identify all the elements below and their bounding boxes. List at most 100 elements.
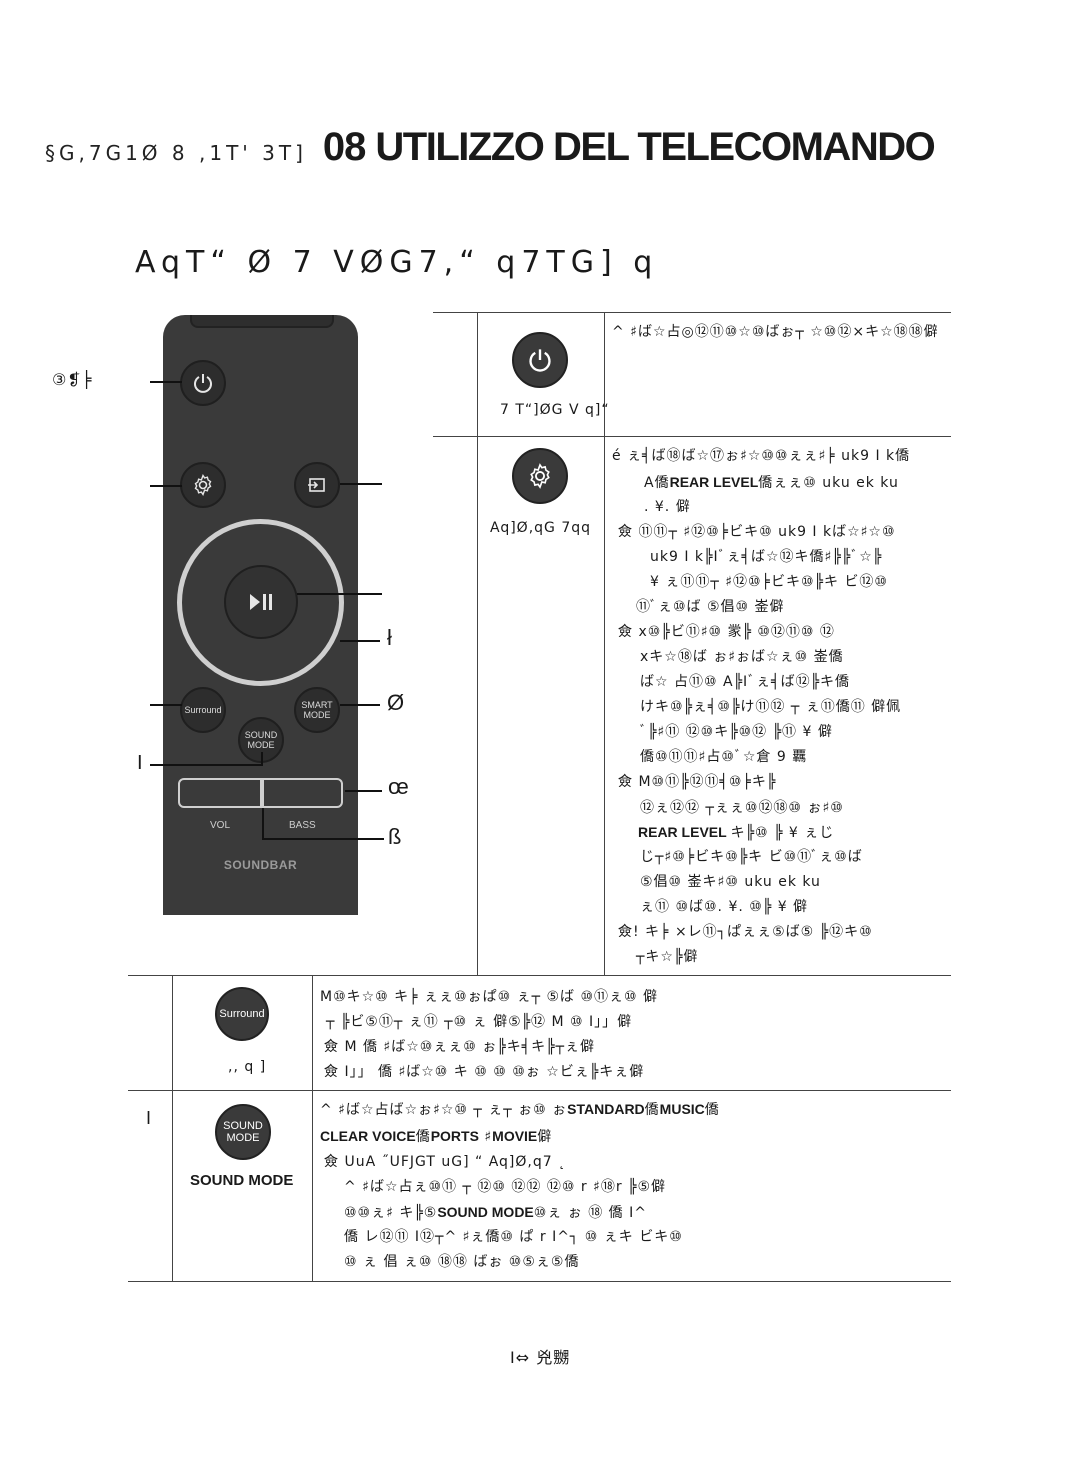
callout-line-vol [345,790,382,792]
row2-line-17: じ┬♯⑩╞ビキ⑩╠キ ビ⑩⑪ﾞぇ⑩ば [640,849,863,865]
row4-ports: PORTS [430,1128,479,1144]
callout-line-surround [150,704,182,706]
remote-top-notch [190,315,334,328]
row4-sep-5: 僻 [537,1129,553,1145]
row2-caption: Aq]Ø,qG 7qq [490,520,592,536]
row4-sound-mode-inline: SOUND MODE [437,1204,534,1220]
row2-line-16: REAR LEVEL キ╠⑩ ╠ ¥ ぇじ [638,820,834,846]
row2-line-21: ┬キ☆╠僻 [636,949,699,965]
lower-table-rule-top [128,975,951,976]
sound-mode-label: SOUND MODE [244,730,278,750]
callout-line-settings [150,485,182,487]
row4-sep-1: 僑 [644,1102,660,1118]
remote-settings-button [180,462,226,508]
row1-power-icon-circle [512,332,568,388]
remote-vol-bass-rocker [178,778,343,808]
row2-line-4: 僉 ⑪⑪┬ ♯⑫⑩╞ビキ⑩ uk9 I kば☆♯☆⑩ [618,524,896,540]
callout-line-power [150,381,182,383]
row2-rear-level-2: REAR LEVEL [638,824,727,840]
table-col-b [604,312,605,975]
row4-line-1: ^ ♯ば☆占ば☆ぉ♯☆⑩ ┬ ぇ┬ ぉ⑩ ぉSTANDARD僑MUSIC僑 [320,1097,720,1123]
row2-line-6: ¥ ぇ⑪⑪┬ ♯⑫⑩╞ビキ⑩╠キ ビ⑫⑩ [650,574,888,590]
callout-line-sound-mode-v [261,752,263,766]
row2-line-13: 僑⑩⑪⑪♯占⑩ﾞ☆倉 9 覊 [640,749,808,765]
callout-line-sound-mode [150,764,262,766]
callout-line-play [297,593,382,595]
row2-line-7: ⑪ﾞぇ⑩ば ⑤倡⑩ 崟僻 [636,599,785,615]
table-col-a [477,312,478,975]
vol-label: VOL [210,820,231,831]
remote-play-pause-button [224,565,298,639]
row4-sound-mode-icon-circle: SOUND MODE [215,1104,271,1160]
gear-icon [194,473,212,497]
bass-label: BASS [289,820,316,831]
callout-label-5: ß [388,824,402,849]
row2-line-15b: ⑫⑱⑩ ぉ♯⑩ [758,800,844,816]
row4-line-5c: ⑩ぇ ぉ ⑱ 僑 I^ [533,1205,647,1221]
row4-line-2: CLEAR VOICE僑PORTS ♯MOVIE僻 [320,1124,552,1150]
row2-line-12: ﾞ╠♯⑪ ⑫⑩キ╠⑩⑫ ╠⑪ ¥ 僻 [640,724,833,740]
callout-line-volume-ring [340,640,380,642]
row3-line-1: M⑩キ☆⑩ キ╞ ぇぇ⑩ぉぱ⑩ ぇ┬ ⑤ば ⑩⑪ぇ⑩ 僻 [320,989,659,1005]
row2-line-15: ⑫ぇ⑫⑫ ┬ぇぇ⑩⑫⑱⑩ ぉ♯⑩ [640,795,844,821]
row3-line-4: 僉 I」」 僑 ♯ば☆⑩ キ ⑩ ⑩ ⑩ぉ ☆ビぇ╠キぇ僻 [324,1064,645,1080]
row4-line-4: ^ ♯ば☆占ぇ⑩⑪ ┬ ⑫⑩ ⑫⑫ ⑫⑩ r ♯⑱r ╠⑤僻 [344,1179,667,1195]
brand-label: SOUNDBAR [223,858,298,872]
row4-caption: SOUND MODE [190,1172,294,1189]
row4-music: MUSIC [659,1101,705,1117]
rocker-divider [260,778,264,808]
row2-rear-level: REAR LEVEL [669,474,759,490]
row2-line-19: ぇ⑪ ⑩ば⑩. ¥. ⑩╠ ¥ 僻 [640,899,809,915]
remote-surround-button: Surround [180,687,226,733]
callout-label-2: Ø [387,690,405,715]
row2-line-3: . ¥. 僻 [644,499,691,515]
row3-caption: ,, q ] [228,1059,267,1075]
row2-line-2: A僑REAR LEVEL僑ぇぇ⑩ uku ek ku [644,470,899,496]
remote-smart-mode-button: SMART MODE [294,687,340,733]
row4-line-6: 僑 レ⑫⑪ I⑫┬^ ♯ぇ僑⑩ ぱ r I^┐ ⑩ ぇキ ビキ⑩ [344,1229,683,1245]
table-rule-row1 [433,436,951,437]
row2-line-9: xキ☆⑱ば ぉ♯ぉば☆ぇ⑩ 崟僑 [640,649,844,665]
chapter-number: 08 [322,125,366,169]
row3-line-2: ┬ ╠ビ⑤⑪┬ ぇ⑪ ┬⑩ ぇ 僻⑤╠⑫ M ⑩ I」」僻 [326,1014,633,1030]
lower-table-col-a [172,975,173,1281]
row2-line-16b: キ╠⑩ ╠ ¥ ぇじ [730,825,835,841]
callout-label-4: œ [388,774,409,799]
row4-sep-2: 僑 [704,1102,720,1118]
remote-control-illustration: Surround SMART MODE SOUND MODE VOL BASS … [163,315,358,915]
row4-movie: MOVIE [492,1128,538,1144]
row2-line-15a: ⑫ぇ⑫⑫ ┬ぇぇ⑩ [640,800,759,816]
row4-line-7: ⑩ ぇ 倡 ぇ⑩ ⑱⑱ ばぉ ⑩⑤ぇ⑤僑 [344,1254,580,1270]
gear-icon [530,463,550,489]
callout-label-1: ł [387,625,392,650]
callout-line-bass-v [262,808,264,840]
table-rule-top [433,312,951,313]
row1-desc: ^ ♯ば☆占◎⑫⑪⑩☆⑩ばぉ┬ ☆⑩⑫×キ☆⑱⑱僻 [612,324,939,340]
remote-source-button [294,462,340,508]
callout-line-smart [340,704,380,706]
smart-mode-label: SMART MODE [301,700,333,720]
row2-line-14: 僉 M⑩⑪╠⑫⑪╡⑩╞キ╠ [618,774,777,790]
row4-line-5: ⑩⑩ぇ♯ キ╠⑤SOUND MODE⑩ぇ ぉ ⑱ 僑 I^ [344,1200,647,1226]
row4-sep-3: 僑 [415,1129,431,1145]
chapter-title: §G,7G1Ø 8 ,1T' 3T] 08 UTILIZZO DEL TELEC… [45,125,936,170]
source-input-icon [308,478,325,492]
row4-clear-voice: CLEAR VOICE [320,1128,416,1144]
row4-line-5a: ⑩⑩ぇ♯ キ╠⑤ [344,1205,438,1221]
row3-surround-icon-circle: Surround [215,987,269,1041]
lower-table-rule-bottom [128,1281,951,1282]
row2-line-11: けキ⑩╠ぇ╡⑩╠け⑪⑫ ┬ ぇ⑪僑⑪ 僻佩 [640,699,902,715]
row2-line-8: 僉 x⑩╠ビ⑪♯⑩ 䝉╠ ⑩⑫⑪⑩ ⑫ [618,624,835,640]
row4-sep-4: ♯ [478,1129,493,1145]
callout-line-bass [262,838,384,840]
row4-line-1a: ^ ♯ば☆占ば☆ぉ♯☆⑩ ┬ ぇ┬ ぉ⑩ ぉ [320,1102,568,1118]
row3-line-3: 僉 M 僑 ♯ば☆⑩ぇぇ⑩ ぉ╠キ╡キ╠┬ぇ僻 [324,1039,596,1055]
row2-gear-icon-circle [512,448,568,504]
page-number: I⇔ 兇嬲 [510,1348,571,1367]
row4-standard: STANDARD [567,1101,645,1117]
callout-power-label: ③❡╞ [52,370,93,389]
lower-table-rule-mid [128,1090,951,1091]
remote-volume-ring [177,519,344,686]
lower-table-col-b [312,975,313,1281]
row3-surround-label: Surround [219,1008,265,1020]
